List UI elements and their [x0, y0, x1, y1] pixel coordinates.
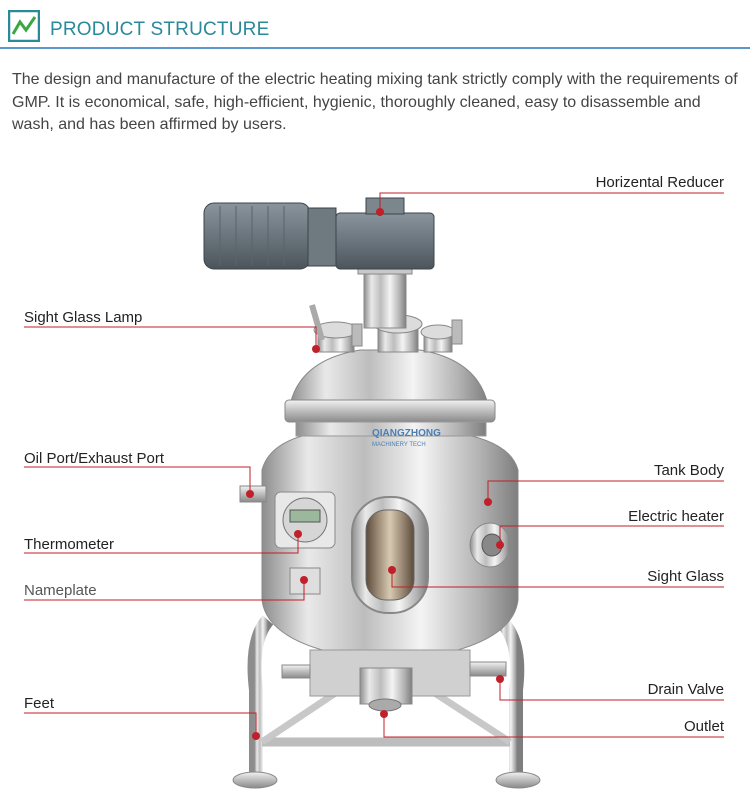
brand-name: QIANGZHONG	[372, 428, 441, 439]
label-sight-glass-lamp: Sight Glass Lamp	[24, 309, 143, 326]
section-header: PRODUCT STRUCTURE	[0, 0, 750, 50]
tank-feet	[232, 614, 541, 789]
intro-paragraph: The design and manufacture of the electr…	[12, 71, 738, 134]
brand-sub: MACHINERY TECH	[372, 442, 426, 448]
label-electric-heater: Electric heater	[628, 508, 724, 525]
header-divider	[0, 47, 750, 49]
label-tank-body: Tank Body	[653, 462, 724, 479]
label-nameplate: Nameplate	[24, 582, 97, 599]
label-sight-glass: Sight Glass	[647, 568, 724, 585]
callout-dots	[246, 208, 504, 740]
label-thermometer: Thermometer	[24, 536, 115, 553]
product-structure-logo-icon	[8, 10, 40, 42]
label-outlet: Outlet	[683, 718, 724, 735]
section-title: PRODUCT STRUCTURE	[50, 19, 270, 40]
horizontal-reducer	[203, 197, 435, 270]
label-drain-valve: Drain Valve	[647, 681, 724, 698]
callout-lines	[24, 192, 724, 738]
label-feet: Feet	[24, 695, 55, 712]
label-oil-port: Oil Port/Exhaust Port	[24, 450, 165, 467]
label-horizontal-reducer: Horizental Reducer	[595, 174, 724, 191]
